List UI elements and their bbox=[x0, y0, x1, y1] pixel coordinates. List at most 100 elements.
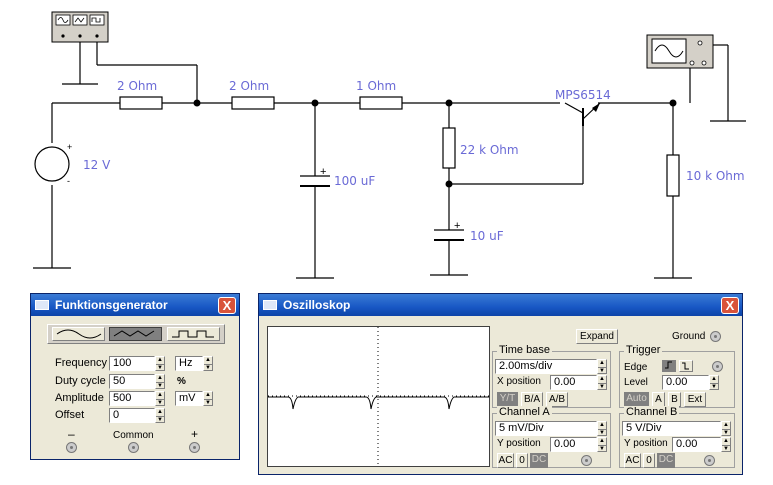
amplitude-input[interactable]: 500 bbox=[109, 391, 155, 406]
waveform-selector bbox=[47, 324, 225, 344]
offset-input[interactable]: 0 bbox=[109, 408, 155, 423]
resistor-label-1: 2 Ohm bbox=[117, 79, 157, 93]
ground-label: Ground bbox=[672, 331, 706, 342]
waveform-button-square[interactable] bbox=[167, 327, 220, 341]
channel-b-group: Channel B 5 V/Div ▲▼ Y position 0.00 ▲▼ … bbox=[619, 406, 735, 468]
channel-b-scale-spinner[interactable]: ▲▼ bbox=[721, 421, 731, 436]
oscilloscope-screen bbox=[267, 326, 490, 467]
mode-yt-button[interactable]: Y/T bbox=[497, 392, 518, 407]
channel-a-terminal[interactable] bbox=[581, 455, 592, 466]
channel-b-zero-button[interactable]: 0 bbox=[643, 453, 655, 468]
level-spinner[interactable]: ▲▼ bbox=[709, 375, 719, 390]
resistor-label-10k: 10 k Ohm bbox=[686, 169, 745, 183]
channel-b-dc-button[interactable]: DC bbox=[657, 453, 675, 468]
channel-b-scale-input[interactable]: 5 V/Div bbox=[622, 421, 721, 436]
source-plus: + bbox=[67, 142, 72, 152]
trigger-b-button[interactable]: B bbox=[668, 392, 681, 407]
x-position-input[interactable]: 0.00 bbox=[550, 375, 597, 390]
oscilloscope-trace bbox=[268, 327, 489, 466]
source-label: 12 V bbox=[83, 158, 111, 172]
x-position-label: X position bbox=[497, 376, 541, 387]
frequency-input[interactable]: 100 bbox=[109, 356, 155, 371]
window-title: Funktionsgenerator bbox=[55, 298, 168, 312]
waveform-button-sine[interactable] bbox=[52, 327, 105, 341]
trigger-auto-button[interactable]: Auto bbox=[624, 392, 649, 407]
capacitor-label-10uf: 10 uF bbox=[470, 229, 504, 243]
channel-b-ypos-input[interactable]: 0.00 bbox=[672, 437, 721, 452]
channel-a-ypos-spinner[interactable]: ▲▼ bbox=[597, 437, 607, 452]
window-title: Oszilloskop bbox=[283, 298, 351, 312]
expand-button[interactable]: Expand bbox=[576, 329, 618, 344]
trigger-terminal[interactable] bbox=[712, 361, 723, 372]
offset-label: Offset bbox=[55, 409, 85, 421]
x-position-spinner[interactable]: ▲▼ bbox=[597, 375, 607, 390]
channel-a-title: Channel A bbox=[497, 406, 552, 418]
frequency-unit-select[interactable]: Hz bbox=[175, 356, 203, 371]
mode-ba-button[interactable]: B/A bbox=[521, 392, 543, 407]
offset-spinner[interactable]: ▲▼ bbox=[155, 408, 165, 423]
terminal-minus-label: – bbox=[68, 427, 75, 441]
close-button[interactable]: X bbox=[218, 296, 236, 314]
channel-a-ypos-label: Y position bbox=[497, 438, 541, 449]
timebase-value-input[interactable]: 2.00ms/div bbox=[495, 359, 597, 374]
terminal-common[interactable] bbox=[128, 442, 139, 453]
channel-a-ac-button[interactable]: AC bbox=[497, 453, 514, 468]
frequency-spinner[interactable]: ▲▼ bbox=[155, 356, 165, 371]
resistor-label-2: 2 Ohm bbox=[229, 79, 269, 93]
channel-a-dc-button[interactable]: DC bbox=[530, 453, 548, 468]
rising-edge-icon bbox=[665, 361, 672, 369]
window-icon bbox=[35, 300, 49, 310]
level-input[interactable]: 0.00 bbox=[662, 375, 709, 390]
function-generator-window: Funktionsgenerator X Frequency 100 ▲▼ Hz… bbox=[30, 293, 240, 460]
channel-b-ypos-label: Y position bbox=[624, 438, 668, 449]
timebase-spinner[interactable]: ▲▼ bbox=[597, 359, 607, 374]
falling-edge-icon bbox=[682, 362, 689, 370]
trigger-a-button[interactable]: A bbox=[652, 392, 665, 407]
edge-falling-button[interactable] bbox=[679, 360, 693, 372]
channel-b-ypos-spinner[interactable]: ▲▼ bbox=[721, 437, 731, 452]
waveform-button-triangle[interactable] bbox=[109, 327, 162, 341]
frequency-label: Frequency bbox=[55, 357, 107, 369]
channel-a-scale-input[interactable]: 5 mV/Div bbox=[495, 421, 597, 436]
amplitude-unit-select[interactable]: mV bbox=[175, 391, 203, 406]
square-wave-icon bbox=[172, 330, 214, 338]
channel-a-ypos-input[interactable]: 0.00 bbox=[550, 437, 597, 452]
trigger-ext-button[interactable]: Ext bbox=[684, 392, 706, 407]
amplitude-spinner[interactable]: ▲▼ bbox=[155, 391, 165, 406]
sine-wave-icon bbox=[56, 329, 102, 339]
frequency-unit-spinner[interactable]: ▲▼ bbox=[203, 356, 213, 371]
channel-b-title: Channel B bbox=[624, 406, 680, 418]
duty-cycle-spinner[interactable]: ▲▼ bbox=[155, 374, 165, 389]
mode-ab-button[interactable]: A/B bbox=[546, 392, 568, 407]
duty-cycle-input[interactable]: 50 bbox=[109, 374, 155, 389]
timebase-title: Time base bbox=[497, 344, 552, 356]
oscilloscope-instrument-icon bbox=[646, 34, 714, 69]
amplitude-label: Amplitude bbox=[55, 392, 104, 404]
trigger-title: Trigger bbox=[624, 344, 663, 356]
edge-rising-button[interactable] bbox=[662, 360, 676, 372]
channel-b-ac-button[interactable]: AC bbox=[624, 453, 641, 468]
function-generator-instrument-icon bbox=[51, 11, 109, 43]
timebase-group: Time base 2.00ms/div ▲▼ X position 0.00 … bbox=[492, 344, 611, 408]
terminal-plus[interactable] bbox=[189, 442, 200, 453]
duty-cycle-label: Duty cycle bbox=[55, 375, 106, 387]
channel-b-terminal[interactable] bbox=[704, 455, 715, 466]
trigger-group: Trigger Edge Level 0.00 ▲▼ Auto A B Ext bbox=[619, 344, 735, 408]
channel-a-zero-button[interactable]: 0 bbox=[516, 453, 528, 468]
function-generator-titlebar[interactable]: Funktionsgenerator X bbox=[31, 294, 239, 316]
triangle-wave-icon bbox=[113, 330, 155, 337]
ground-terminal[interactable] bbox=[710, 331, 721, 342]
oscilloscope-window: Oszilloskop X Expand Ground Time base 2.… bbox=[258, 293, 743, 475]
window-icon bbox=[263, 300, 277, 310]
channel-a-group: Channel A 5 mV/Div ▲▼ Y position 0.00 ▲▼… bbox=[492, 406, 611, 468]
transistor-label: MPS6514 bbox=[555, 88, 611, 102]
channel-a-scale-spinner[interactable]: ▲▼ bbox=[597, 421, 607, 436]
terminal-common-label: Common bbox=[113, 430, 154, 441]
terminal-minus[interactable] bbox=[66, 442, 77, 453]
amplitude-unit-spinner[interactable]: ▲▼ bbox=[203, 391, 213, 406]
close-button[interactable]: X bbox=[721, 296, 739, 314]
cap100-plus: + bbox=[320, 166, 326, 178]
oscilloscope-titlebar[interactable]: Oszilloskop X bbox=[259, 294, 742, 316]
level-label: Level bbox=[624, 377, 648, 388]
